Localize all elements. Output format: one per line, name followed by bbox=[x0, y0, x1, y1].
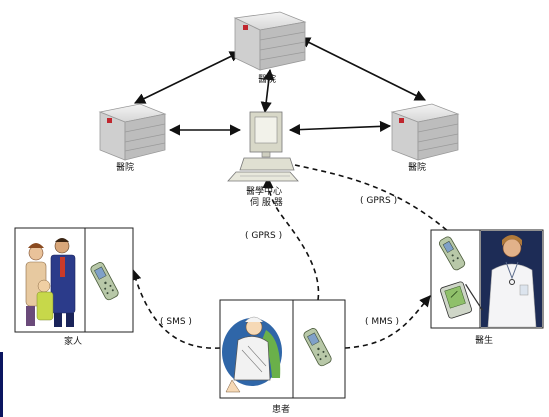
link-patient-family bbox=[130, 268, 221, 349]
link-top-right-hospital bbox=[298, 37, 427, 101]
link-top-left-hospital bbox=[133, 51, 242, 104]
doctor-figure-icon bbox=[481, 231, 542, 328]
link-top-hospital-server bbox=[260, 68, 275, 114]
left-edge-strip bbox=[0, 352, 3, 417]
medical-center-computer-icon bbox=[227, 111, 299, 182]
dashed-links bbox=[130, 164, 461, 349]
patient-figure-icon bbox=[222, 316, 282, 393]
patient-panel bbox=[219, 299, 346, 399]
patient-label: 患者 bbox=[272, 403, 290, 415]
led-icon bbox=[107, 118, 112, 123]
link-server-doctor bbox=[294, 164, 461, 243]
family-panel bbox=[14, 227, 134, 333]
solid-links bbox=[133, 37, 427, 136]
hospital-left-label: 醫院 bbox=[116, 161, 134, 173]
label-server-doctor: ( GPRS ) bbox=[360, 196, 397, 206]
family-phone-icon bbox=[90, 262, 119, 301]
led-icon bbox=[243, 25, 248, 30]
server-label-line1: 醫學中心 bbox=[246, 185, 282, 197]
hospital-top-server-icon bbox=[233, 11, 307, 71]
label-patient-family: ( SMS ) bbox=[160, 317, 192, 327]
link-patient-server bbox=[262, 176, 320, 301]
link-patient-doctor bbox=[344, 295, 431, 349]
doctor-phone-icon bbox=[439, 236, 466, 271]
family-people-icon bbox=[25, 238, 76, 327]
hospital-right-label: 醫院 bbox=[408, 161, 426, 173]
doctor-label: 醫生 bbox=[475, 334, 493, 346]
family-label: 家人 bbox=[64, 335, 82, 347]
doctor-pda-icon bbox=[440, 281, 483, 319]
label-patient-doctor: ( MMS ) bbox=[365, 317, 399, 327]
hospital-top-label: 醫院 bbox=[258, 73, 276, 85]
hospital-left-server-icon bbox=[98, 103, 167, 161]
hospital-right-server-icon bbox=[390, 103, 460, 161]
patient-phone-icon bbox=[303, 328, 332, 367]
server-label-line2: 伺 服 器 bbox=[250, 196, 283, 208]
led-icon bbox=[399, 118, 404, 123]
label-patient-server: ( GPRS ) bbox=[245, 231, 282, 241]
doctor-panel bbox=[430, 229, 544, 329]
link-right-hospital-server bbox=[288, 120, 392, 136]
